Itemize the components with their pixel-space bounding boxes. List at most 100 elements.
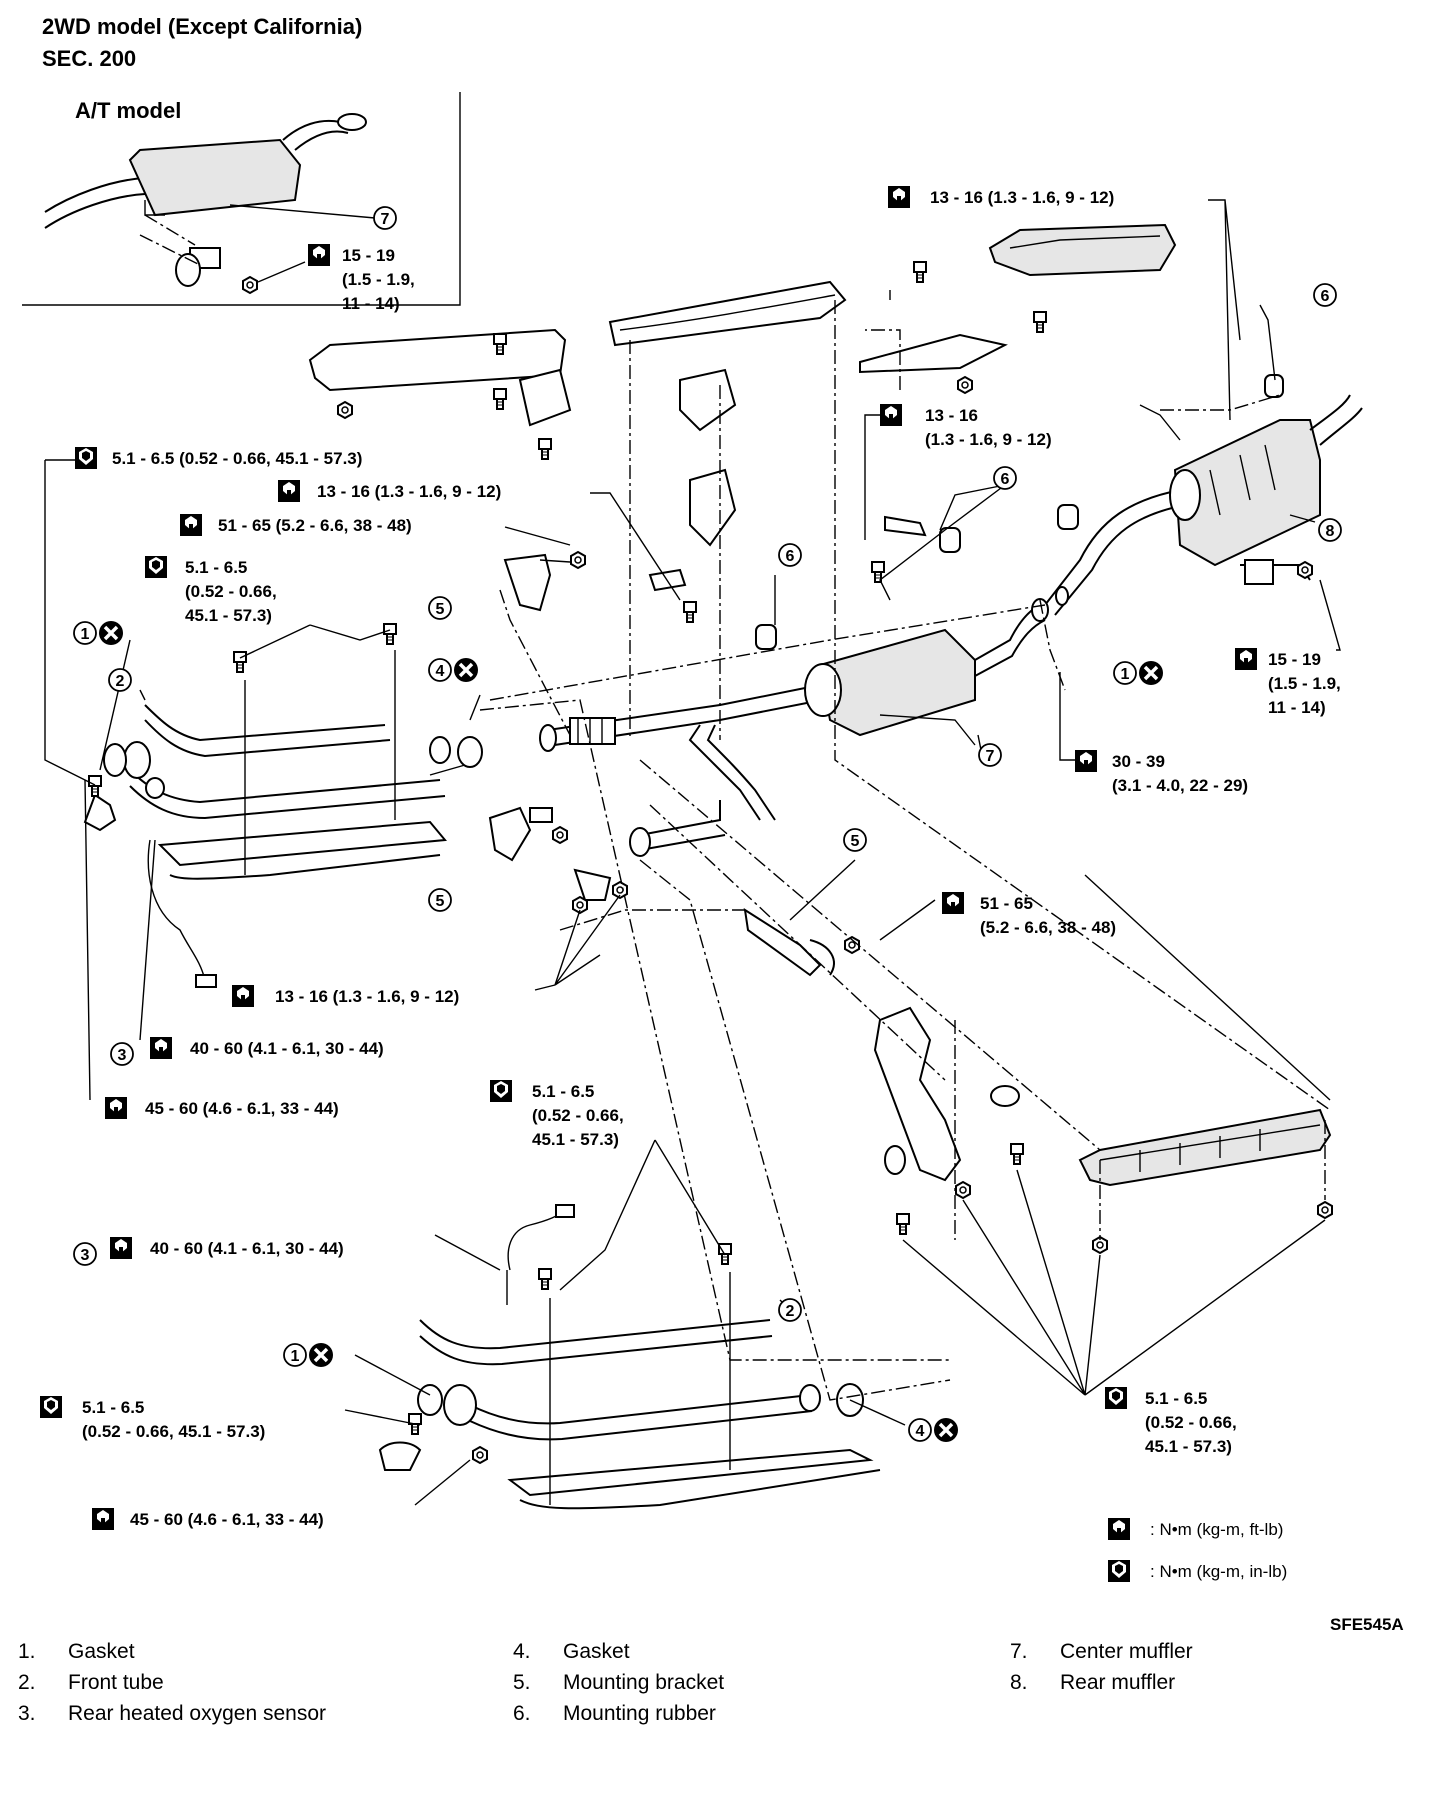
svg-text:45.1 - 57.3): 45.1 - 57.3) (532, 1130, 619, 1149)
torque-t10: 51 - 65 (5.2 - 6.6, 38 - 48) (942, 892, 1116, 937)
torque-wrench-icon (942, 892, 964, 914)
svg-text:5.1 - 6.5: 5.1 - 6.5 (1145, 1389, 1207, 1408)
svg-text:6: 6 (1321, 288, 1330, 305)
mounting-bracket-rear (743, 907, 860, 977)
figure-code: SFE545A (1330, 1615, 1404, 1634)
torque-t11: 13 - 16 (1.3 - 1.6, 9 - 12) (232, 985, 459, 1007)
center-pipe (539, 684, 823, 752)
callout-6: 6 (993, 466, 1017, 490)
unit-key-ft-lb: : N•m (kg-m, ft-lb) (1150, 1520, 1283, 1539)
svg-text:8: 8 (1326, 523, 1335, 540)
section-number: SEC. 200 (42, 46, 137, 71)
torque-wrench-filled-icon (145, 556, 167, 578)
svg-text:45.1 - 57.3): 45.1 - 57.3) (1145, 1437, 1232, 1456)
torque-wrench-icon (110, 1237, 132, 1259)
rear-muffler (1139, 394, 1363, 585)
torque-t14: 5.1 - 6.5 (0.52 - 0.66, 45.1 - 57.3) (490, 1080, 624, 1149)
inset-border (22, 92, 461, 306)
svg-text:1: 1 (291, 1348, 300, 1365)
svg-text:(0.52 - 0.66,: (0.52 - 0.66, (1145, 1413, 1237, 1432)
center-heat-insulator-lower (873, 1006, 1024, 1235)
svg-text:7: 7 (986, 748, 995, 765)
front-tube-upper-view (83, 623, 483, 988)
legend-item: 4.Gasket (513, 1640, 630, 1663)
legend-item: 8.Rear muffler (1010, 1671, 1176, 1694)
callout-8: 8 (1318, 518, 1342, 542)
torque-wrench-icon (180, 514, 202, 536)
svg-text:6: 6 (1001, 471, 1010, 488)
torque-t05: 13 - 16 (1.3 - 1.6, 9 - 12) (278, 480, 501, 502)
svg-text:13 - 16 (1.3 - 1.6, 9 - 12): 13 - 16 (1.3 - 1.6, 9 - 12) (275, 987, 459, 1006)
callout-1: 1 (73, 619, 125, 647)
tail-pipe (1031, 489, 1186, 622)
torque-wrench-filled-icon (1105, 1387, 1127, 1409)
callout-5: 5 (428, 888, 452, 912)
svg-text:5: 5 (851, 833, 860, 850)
svg-text:5: 5 (436, 893, 445, 910)
callout-1: 1 (1113, 659, 1165, 687)
torque-wrench-filled-icon (40, 1396, 62, 1418)
torque-t09: 30 - 39 (3.1 - 4.0, 22 - 29) (1075, 750, 1248, 795)
torque-t02: 13 - 16 (1.3 - 1.6, 9 - 12) (888, 186, 1114, 208)
inset-mount (144, 214, 306, 294)
torque-wrench-icon (1075, 750, 1097, 772)
svg-text:6: 6 (786, 548, 795, 565)
torque-t07: 5.1 - 6.5 (0.52 - 0.66, 45.1 - 57.3) (145, 556, 277, 625)
torque-wrench-icon (308, 244, 330, 266)
center-muffler (804, 604, 1046, 737)
svg-text:(1.3 - 1.6, 9 - 12): (1.3 - 1.6, 9 - 12) (925, 430, 1052, 449)
torque-wrench-icon (278, 480, 300, 502)
svg-text:13 - 16: 13 - 16 (925, 406, 978, 425)
svg-text:51 - 65 (5.2 - 6.6, 38 - 48): 51 - 65 (5.2 - 6.6, 38 - 48) (218, 516, 412, 535)
inset-title: A/T model (75, 98, 181, 123)
torque-t04: 5.1 - 6.5 (0.52 - 0.66, 45.1 - 57.3) (75, 447, 362, 469)
leader-lines (44, 199, 1341, 1506)
torque-wrench-icon (880, 404, 902, 426)
torque-wrench-filled-icon (75, 447, 97, 469)
parts-legend: 1.Gasket 2.Front tube 3.Rear heated oxyg… (18, 1640, 1438, 1790)
callout-6: 6 (1313, 283, 1337, 307)
torque-t01-line2: (1.5 - 1.9, (342, 270, 415, 289)
svg-text:3: 3 (81, 1247, 90, 1264)
front-heat-insulator-upper (308, 328, 572, 460)
svg-text:7: 7 (381, 211, 390, 228)
svg-text:(0.52 - 0.66,: (0.52 - 0.66, (185, 582, 277, 601)
callout-7: 7 (978, 743, 1002, 767)
svg-text:(0.52 - 0.66,: (0.52 - 0.66, (532, 1106, 624, 1125)
unit-key-in-lb: : N•m (kg-m, in-lb) (1150, 1562, 1287, 1581)
torque-t01-line1: 15 - 19 (342, 246, 395, 265)
torque-wrench-icon (150, 1037, 172, 1059)
rear-bracket-upper (859, 261, 1008, 394)
torque-t12: 40 - 60 (4.1 - 6.1, 30 - 44) (150, 1037, 384, 1059)
callout-7-inset: 7 (373, 206, 397, 230)
callout-2: 2 (108, 668, 132, 692)
callout-4: 4 (908, 1416, 960, 1444)
legend-item: 5.Mounting bracket (513, 1671, 725, 1694)
svg-text:4: 4 (436, 663, 445, 680)
torque-t08: 15 - 19 (1.5 - 1.9, 11 - 14) (1235, 648, 1341, 717)
callout-6: 6 (778, 543, 802, 567)
torque-wrench-icon (92, 1508, 114, 1530)
legend-item: 7.Center muffler (1010, 1640, 1193, 1663)
inset-callout-7-line (229, 204, 376, 219)
callout-1: 1 (283, 1341, 335, 1369)
svg-text:1: 1 (1121, 666, 1130, 683)
assembly-centerlines (139, 234, 1331, 1401)
torque-wrench-icon (105, 1097, 127, 1119)
do-not-reuse-icon (932, 1416, 960, 1444)
diagram-title: 2WD model (Except California) (42, 14, 363, 39)
svg-text:5.1 - 6.5: 5.1 - 6.5 (82, 1398, 144, 1417)
torque-wrench-filled-icon (1108, 1560, 1130, 1582)
callout-3: 3 (73, 1242, 97, 1266)
legend-item: 3.Rear heated oxygen sensor (18, 1702, 326, 1725)
svg-text:30 - 39: 30 - 39 (1112, 752, 1165, 771)
torque-wrench-icon (232, 985, 254, 1007)
svg-text:51 - 65: 51 - 65 (980, 894, 1033, 913)
do-not-reuse-icon (1137, 659, 1165, 687)
mounting-bracket-upper (503, 551, 586, 612)
torque-t16: 5.1 - 6.5 (0.52 - 0.66, 45.1 - 57.3) (40, 1396, 265, 1441)
torque-t15: 40 - 60 (4.1 - 6.1, 30 - 44) (110, 1237, 344, 1259)
torque-wrench-icon (1108, 1518, 1130, 1540)
svg-text:13 - 16 (1.3 - 1.6, 9 - 12): 13 - 16 (1.3 - 1.6, 9 - 12) (317, 482, 501, 501)
